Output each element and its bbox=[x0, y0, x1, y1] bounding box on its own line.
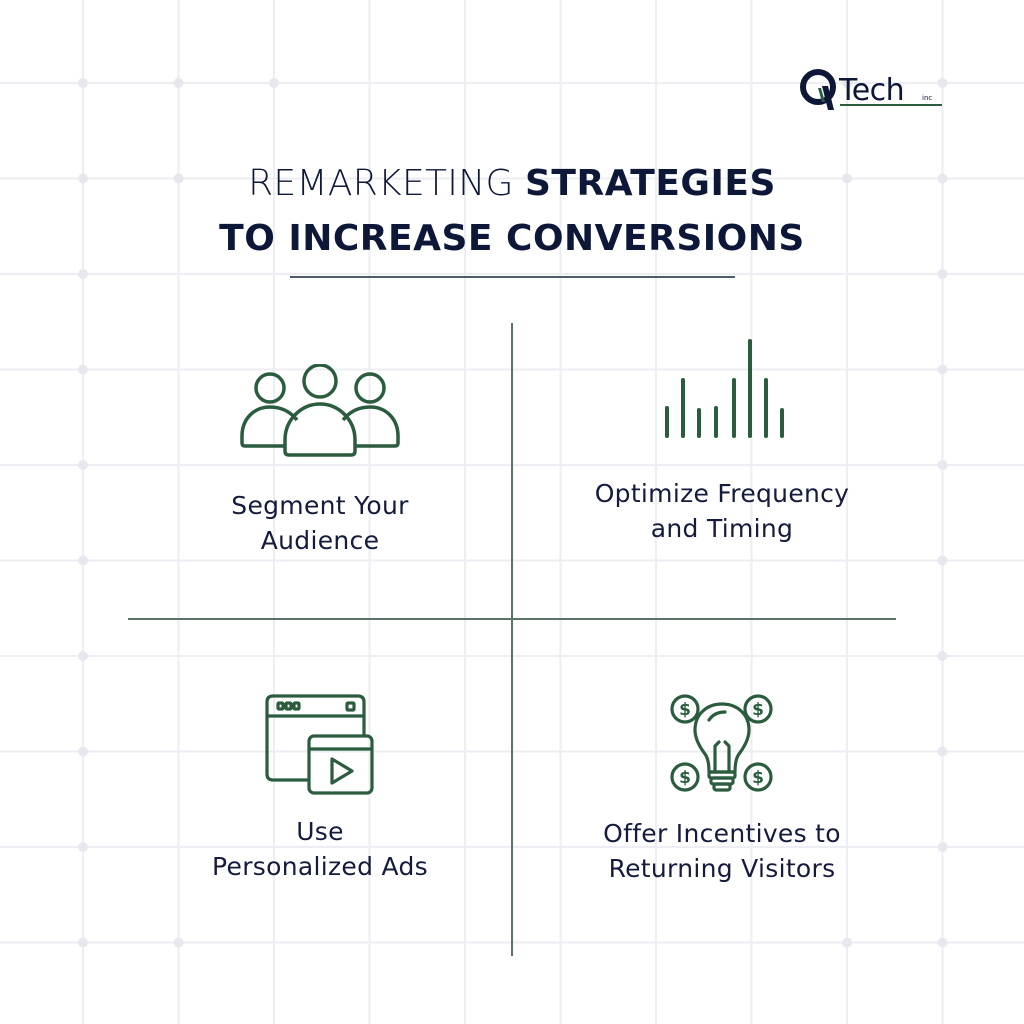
strategy-label-line2: and Timing bbox=[650, 514, 794, 543]
qtech-logo-mark-icon: Tech inc bbox=[800, 69, 942, 110]
frequency-bars-icon bbox=[665, 339, 784, 438]
strategy-label-line1: Segment Your bbox=[231, 491, 409, 520]
strategy-label-line1: Offer Incentives to bbox=[603, 819, 841, 848]
svg-text:inc: inc bbox=[922, 94, 932, 102]
svg-text:$: $ bbox=[679, 700, 691, 720]
strategy-label-line1: Use bbox=[296, 817, 344, 846]
title-bold-text: STRATEGIES bbox=[525, 163, 776, 204]
strategy-label-line2: Audience bbox=[260, 526, 380, 555]
svg-text:Tech: Tech bbox=[838, 73, 904, 108]
strategy-label-line1: Optimize Frequency bbox=[594, 479, 850, 508]
qtech-logo: Tech inc bbox=[798, 64, 948, 116]
strategy-personalized-ads: Use Personalized Ads bbox=[128, 692, 512, 884]
title-underline-divider bbox=[290, 276, 735, 278]
lightbulb-dollar-icon: $ $ $ $ bbox=[670, 694, 773, 792]
page-title: REMARKETING STRATEGIES TO INCREASE CONVE… bbox=[0, 160, 1024, 269]
svg-text:$: $ bbox=[679, 768, 691, 788]
svg-text:$: $ bbox=[752, 768, 764, 788]
people-group-icon bbox=[240, 364, 400, 457]
title-light-text: REMARKETING bbox=[248, 163, 514, 204]
strategy-label-line2: Personalized Ads bbox=[212, 852, 428, 881]
horizontal-divider bbox=[128, 618, 896, 620]
strategy-optimize-frequency: Optimize Frequency and Timing bbox=[512, 338, 932, 546]
title-second-line: TO INCREASE CONVERSIONS bbox=[219, 218, 805, 259]
strategy-offer-incentives: $ $ $ $ Offer Incentives to Returning Vi… bbox=[512, 692, 932, 886]
vertical-divider bbox=[511, 323, 513, 956]
browser-video-ad-icon bbox=[265, 694, 374, 795]
svg-text:$: $ bbox=[752, 700, 764, 720]
strategy-label-line2: Returning Visitors bbox=[608, 854, 836, 883]
strategy-segment-audience: Segment Your Audience bbox=[128, 364, 512, 558]
